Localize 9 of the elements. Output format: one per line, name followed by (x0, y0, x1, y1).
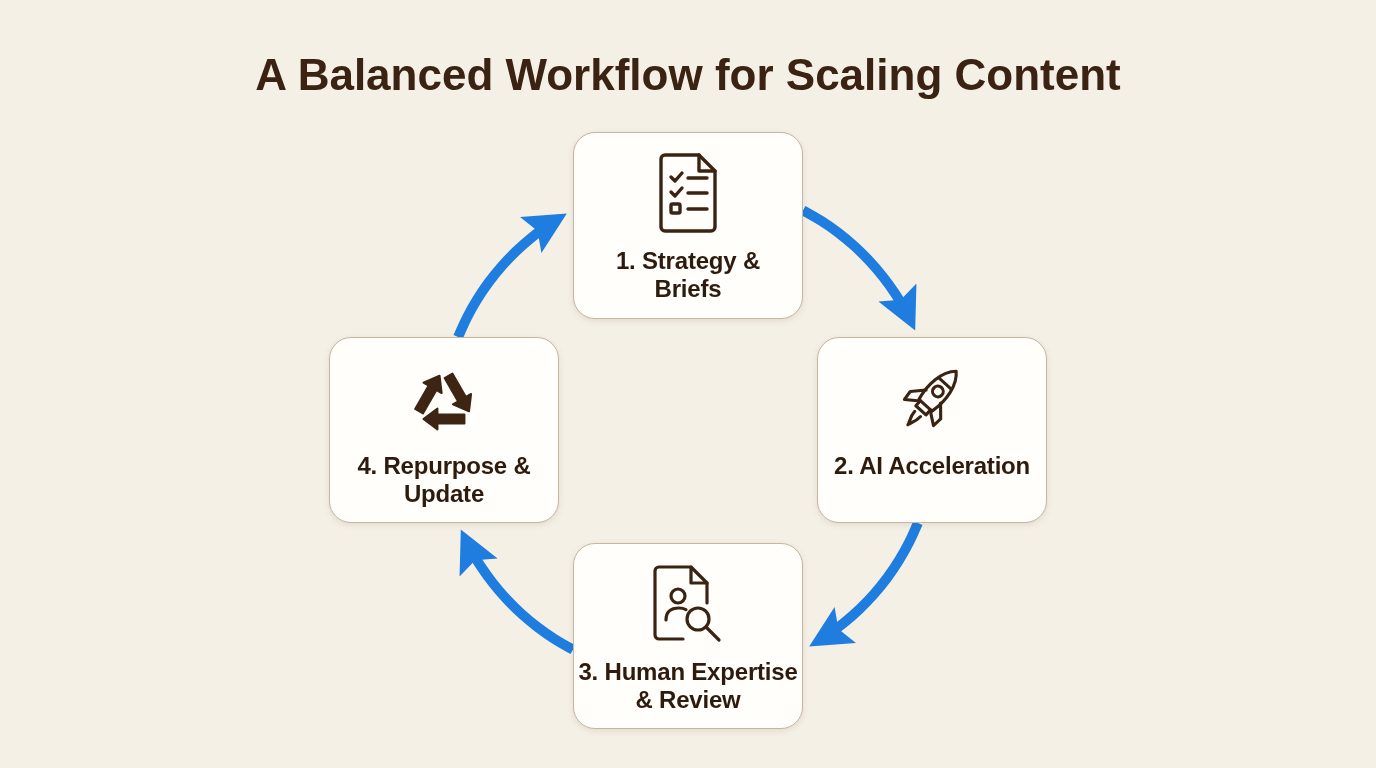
step-card (573, 543, 803, 729)
step-card (329, 337, 559, 523)
step-label: 3. Human Expertise & Review (577, 658, 799, 714)
step-label: 2. AI Acceleration (834, 452, 1030, 480)
step-label: 4. Repurpose & Update (356, 452, 532, 508)
step-card (573, 132, 803, 319)
step-label: 1. Strategy & Briefs (614, 247, 762, 303)
title: A Balanced Workflow for Scaling Content (255, 49, 1121, 101)
step-card (817, 337, 1047, 523)
